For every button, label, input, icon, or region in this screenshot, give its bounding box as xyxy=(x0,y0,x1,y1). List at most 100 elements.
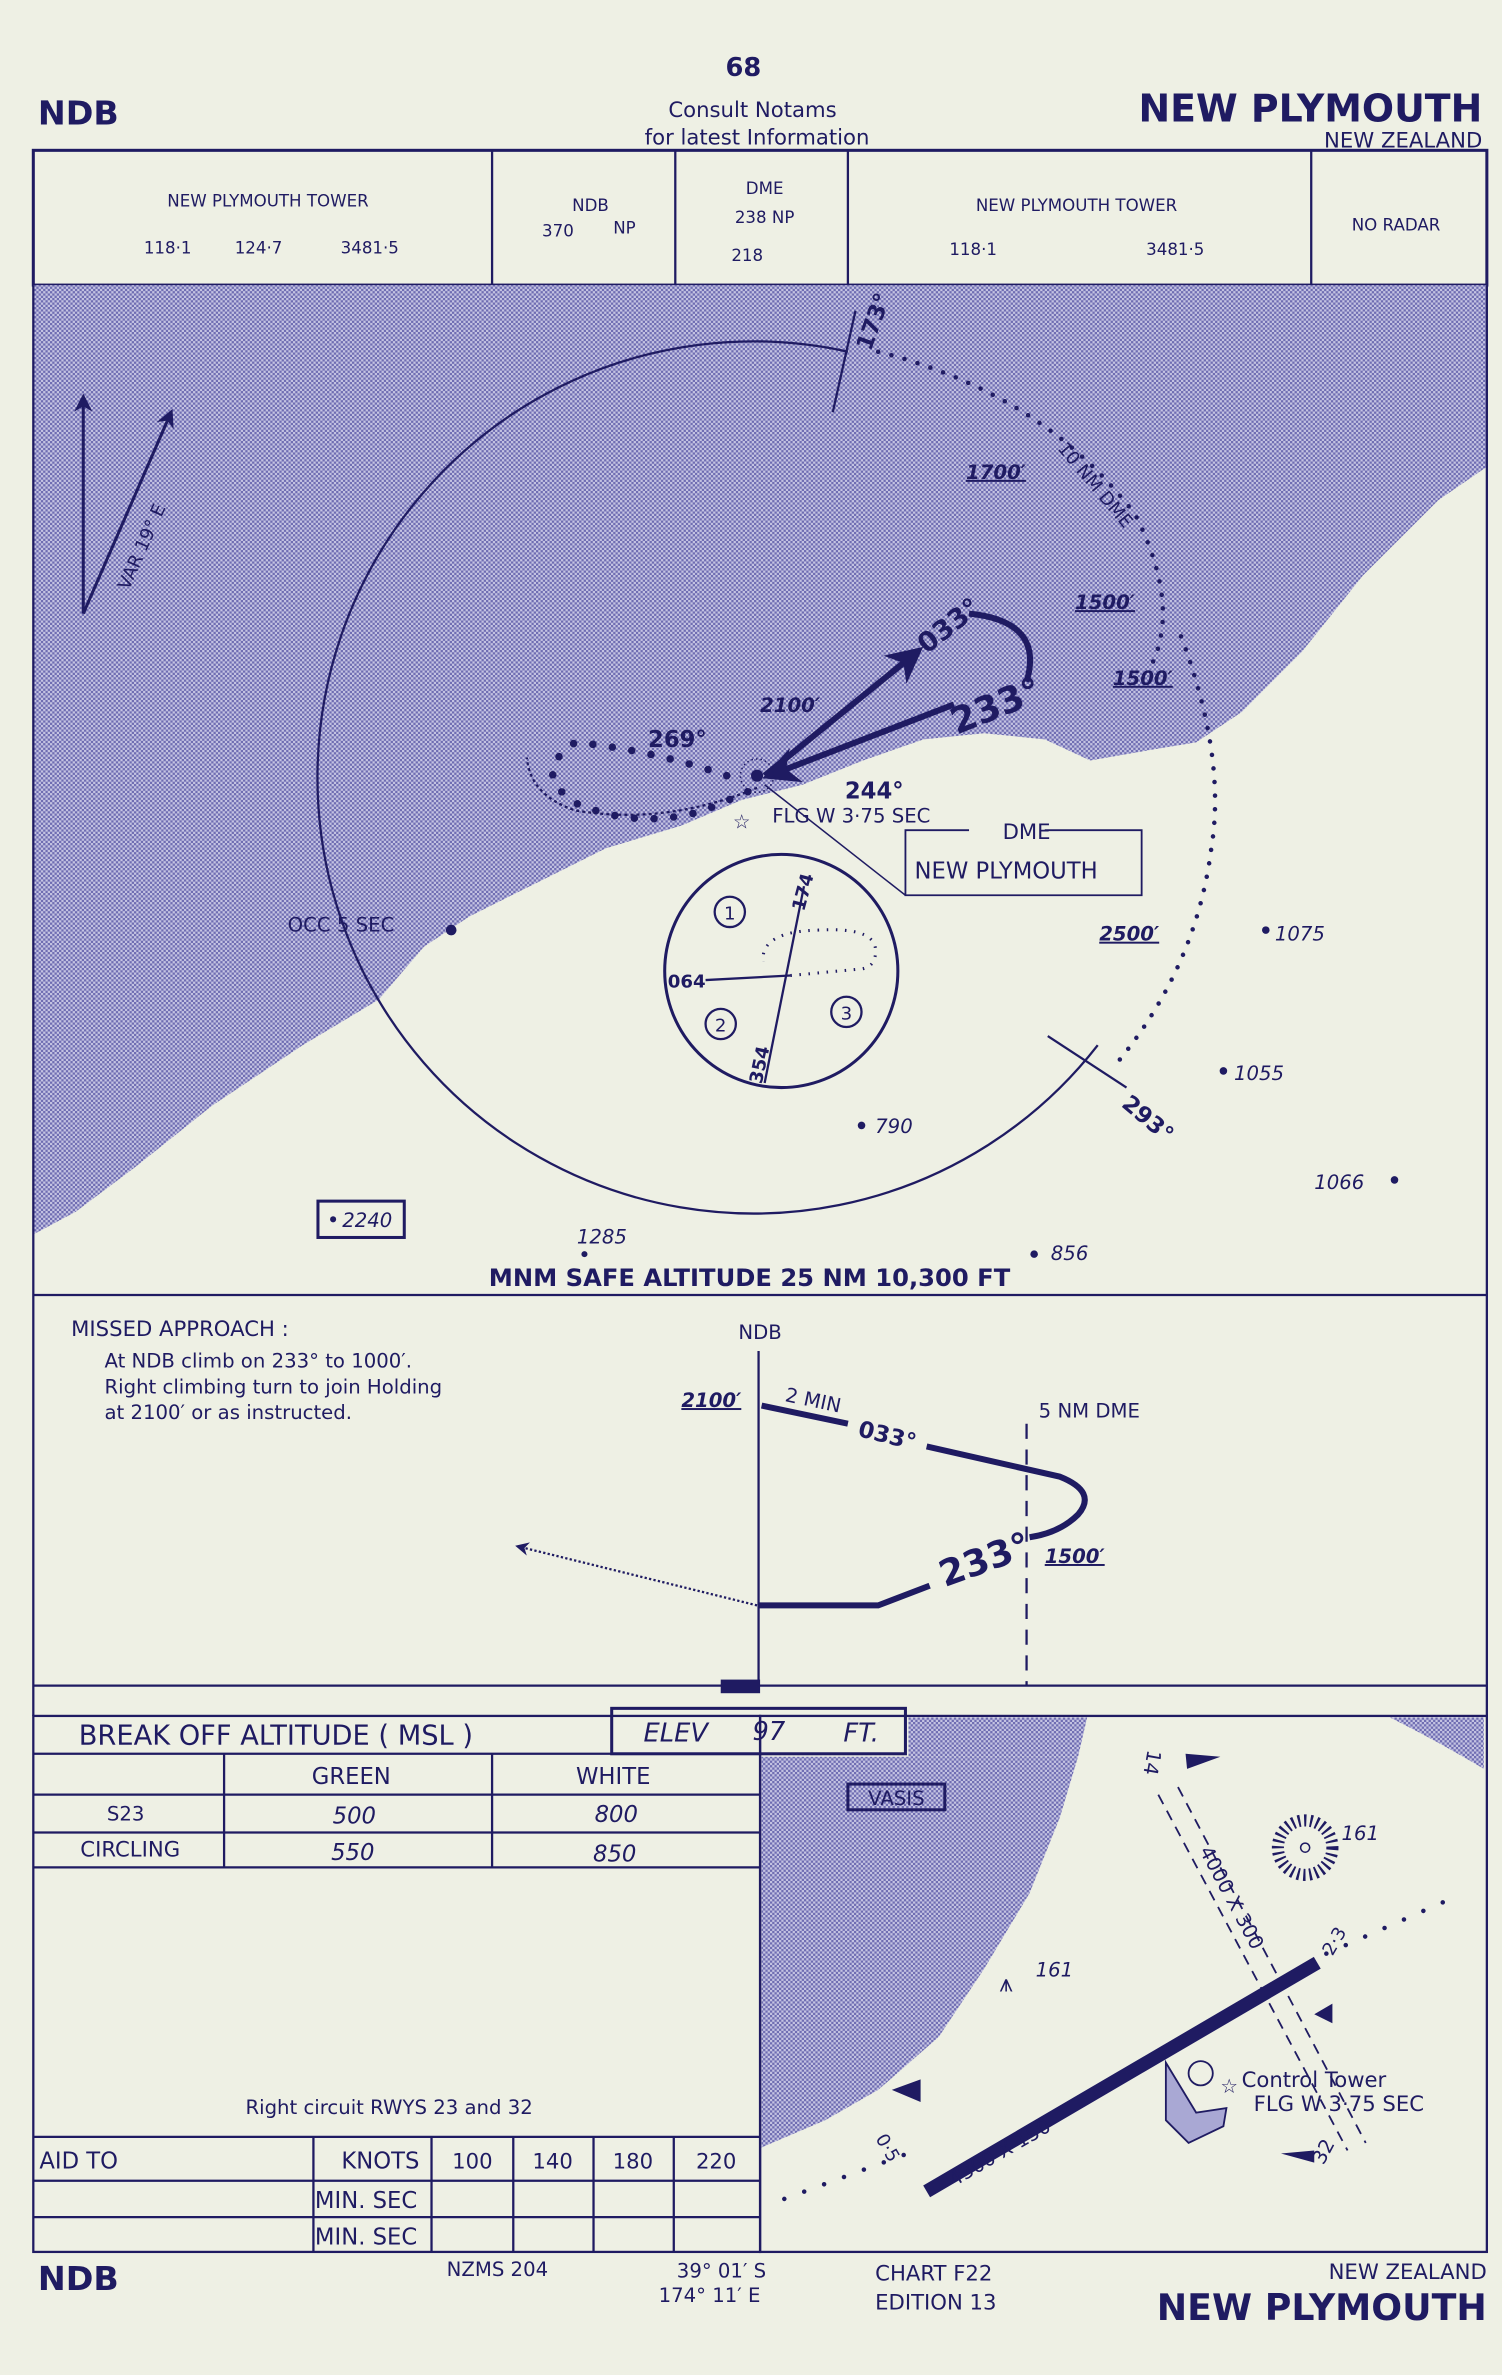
footer-lat: 39° 01′ S xyxy=(677,2260,766,2283)
knots-label: KNOTS xyxy=(341,2149,419,2175)
ndb-symbol xyxy=(739,758,775,794)
missed-approach-title: MISSED APPROACH : xyxy=(71,1316,289,1341)
sector-2: 2 xyxy=(715,1016,727,1037)
bearing-064: 064 xyxy=(668,972,706,993)
vasis-label: VASIS xyxy=(868,1787,924,1810)
star-beacon-icon: ☆ xyxy=(733,811,751,834)
footer-ndb: NDB xyxy=(38,2259,119,2298)
comms-tower2-freq2: 3481·5 xyxy=(1146,240,1204,259)
runway-14-32 xyxy=(1157,1786,1367,2151)
comms-ndb-freq: 370 xyxy=(542,222,574,241)
notice-line2: for latest Information xyxy=(645,124,870,149)
profile-alt-1500: 1500′ xyxy=(1045,1545,1106,1568)
speed-220: 220 xyxy=(696,2149,736,2174)
row-s23-white: 800 xyxy=(595,1802,638,1828)
windsock-icon xyxy=(1187,2060,1214,2087)
plan-view: VAR 19° E 173° 10 NM DME 1700′ 1500′ 150… xyxy=(32,285,1488,1297)
header-airport: NEW PLYMOUTH xyxy=(1138,87,1482,131)
profile-5nm-dme: 5 NM DME xyxy=(1039,1400,1140,1423)
aerodrome-diagram: VASIS 14 4000 X 300 32 4300 X 150 0·5 2·… xyxy=(758,1714,1488,2254)
aid-to-label: AID TO xyxy=(39,2149,118,2175)
rwy-14-label: 14 xyxy=(1138,1748,1165,1777)
spot-1055: 1055 xyxy=(1234,1062,1284,1085)
elevation-box: ELEV 97 FT. xyxy=(610,1706,907,1756)
course-244: 244° xyxy=(845,778,904,804)
comms-radar: NO RADAR xyxy=(1352,216,1441,235)
msa-label: MNM SAFE ALTITUDE 25 NM 10,300 FT xyxy=(489,1264,1011,1292)
comms-tower-freq2: 124·7 xyxy=(235,238,283,257)
alt-1500-a: 1500′ xyxy=(1075,591,1136,614)
profile-ndb-label: NDB xyxy=(738,1321,781,1344)
alt-2100: 2100′ xyxy=(760,694,821,717)
sea-area xyxy=(33,285,1487,1235)
missed-approach-line2: Right climbing turn to join Holding xyxy=(104,1375,442,1398)
obstacle-161-a: 161 xyxy=(1342,1822,1380,1845)
sector-1: 1 xyxy=(724,904,736,925)
header: NDB 68 Consult Notams for latest Informa… xyxy=(38,53,1482,152)
col-green: GREEN xyxy=(312,1764,391,1790)
footer-edition: EDITION 13 xyxy=(875,2289,996,2314)
spot-790: 790 xyxy=(875,1115,913,1138)
profile-holding-path xyxy=(758,1402,1088,1609)
col-white: WHITE xyxy=(576,1764,650,1790)
footer-chart: CHART F22 xyxy=(875,2261,992,2286)
aerodrome-sea xyxy=(761,1756,1079,2148)
elev-unit: FT. xyxy=(843,1719,879,1749)
spot-1285: 1285 xyxy=(577,1226,627,1249)
min-sec-row1: MIN. SEC xyxy=(315,2188,417,2214)
circuit-note: Right circuit RWYS 23 and 32 xyxy=(245,2096,532,2119)
footer-map-ref: NZMS 204 xyxy=(447,2258,548,2281)
row-circling-white: 850 xyxy=(593,1841,636,1867)
spot-1075: 1075 xyxy=(1275,923,1325,946)
dme-box-title: DME xyxy=(1003,819,1051,844)
obstacle-area-icon xyxy=(1271,1814,1339,1881)
page-number: 68 xyxy=(726,53,762,83)
comms-tower-title: NEW PLYMOUTH TOWER xyxy=(167,191,369,210)
dme-arc-circle xyxy=(316,340,1099,1215)
row-s23-label: S23 xyxy=(107,1802,145,1825)
runway-05-23 xyxy=(923,1956,1321,2198)
notice-line1: Consult Notams xyxy=(668,97,836,122)
missed-approach-line1: At NDB climb on 233° to 1000′. xyxy=(104,1350,412,1373)
alt-2500: 2500′ xyxy=(1099,923,1160,946)
approach-lights-left xyxy=(782,2148,919,2202)
approach-lights-right xyxy=(1324,1895,1456,1956)
obstacle-161-b: 161 xyxy=(1036,1958,1074,1981)
alt-1700: 1700′ xyxy=(966,461,1027,484)
comms-tower2-title: NEW PLYMOUTH TOWER xyxy=(976,196,1178,215)
tower-star-icon: ☆ xyxy=(1220,2075,1238,2098)
tower-light: FLG W 3·75 SEC xyxy=(1254,2091,1424,2116)
lighthouse-label: OCC 5 SEC xyxy=(288,914,395,937)
missed-approach-track xyxy=(515,1542,758,1607)
spot-856: 856 xyxy=(1051,1242,1089,1265)
comms-tower-freq3: 3481·5 xyxy=(341,238,399,257)
spot-2240: 2240 xyxy=(342,1209,392,1232)
header-ndb: NDB xyxy=(38,94,119,133)
comms-dme-freq: 218 xyxy=(731,246,763,265)
missed-approach-section: MISSED APPROACH : At NDB climb on 233° t… xyxy=(32,1295,1488,1716)
comms-tower2-freq1: 118·1 xyxy=(949,240,997,259)
comms-panel: NEW PLYMOUTH TOWER 118·1 124·7 3481·5 ND… xyxy=(31,148,1489,287)
aerodrome-sea-top xyxy=(908,1717,1088,1757)
sector-3: 3 xyxy=(841,1003,853,1024)
holding-turn xyxy=(968,610,1034,683)
spot-1066: 1066 xyxy=(1314,1171,1364,1194)
speed-140: 140 xyxy=(532,2149,572,2174)
tower-label: Control Tower xyxy=(1242,2067,1387,2092)
speed-180: 180 xyxy=(613,2149,653,2174)
comms-ndb-title: NDB xyxy=(572,196,609,215)
magnetic-north-arrow xyxy=(81,408,174,615)
comms-dme-channel: 238 NP xyxy=(735,208,795,227)
comms-ndb-ident: NP xyxy=(613,219,635,238)
footer: NDB NZMS 204 39° 01′ S 174° 11′ E CHART … xyxy=(38,2258,1487,2329)
comms-dme-title: DME xyxy=(746,179,784,198)
elev-label: ELEV xyxy=(643,1719,710,1749)
missed-approach-line3: at 2100′ or as instructed. xyxy=(104,1401,352,1424)
profile-alt-2100: 2100′ xyxy=(681,1389,742,1412)
row-circling-label: CIRCLING xyxy=(80,1837,180,1862)
inbound-leg xyxy=(762,701,955,783)
elev-value: 97 xyxy=(753,1717,786,1747)
procedure-turn-dots xyxy=(548,738,761,823)
breakoff-title: BREAK OFF ALTITUDE ( MSL ) xyxy=(79,1721,473,1752)
